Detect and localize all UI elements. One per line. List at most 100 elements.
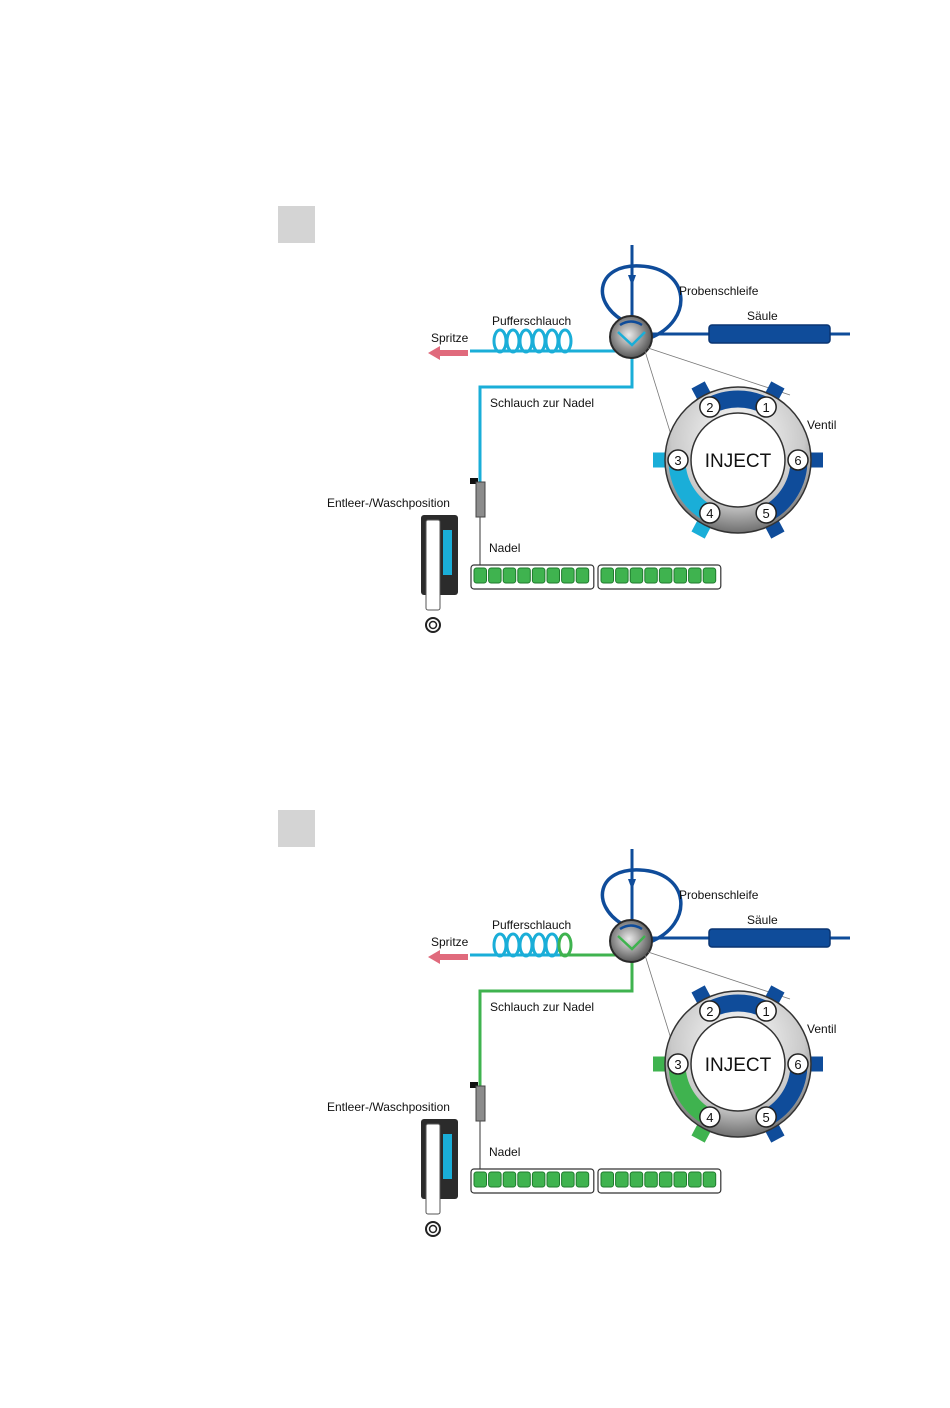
sample-vial	[703, 568, 716, 583]
sample-vial	[489, 1172, 502, 1187]
buffer-coil-turn	[559, 934, 571, 956]
buffer-coil-turn	[507, 934, 519, 956]
sample-vial	[518, 1172, 531, 1187]
buffer-coil-turn	[507, 330, 519, 352]
valve-port-number: 2	[706, 400, 713, 415]
sample-vial	[547, 1172, 560, 1187]
label-ventil: Ventil	[807, 418, 836, 432]
label-saeule: Säule	[747, 309, 778, 323]
wash-station-liquid	[443, 1134, 452, 1179]
label-ventil: Ventil	[807, 1022, 836, 1036]
sample-vial	[616, 568, 629, 583]
sample-vial	[674, 1172, 687, 1187]
valve-port-number: 5	[763, 506, 770, 521]
buffer-coil-turn	[533, 330, 545, 352]
sample-vial	[645, 1172, 658, 1187]
sample-vial	[576, 1172, 589, 1187]
sample-vial	[630, 568, 643, 583]
valve-port-number: 4	[706, 1110, 713, 1125]
label-schlauch-zur-nadel: Schlauch zur Nadel	[490, 396, 594, 410]
sample-vial	[547, 568, 560, 583]
buffer-coil-turn	[533, 934, 545, 956]
label-spritze: Spritze	[431, 935, 469, 949]
valve-mode-label: INJECT	[705, 1055, 772, 1076]
sample-vial	[489, 568, 502, 583]
needle-body	[476, 482, 485, 517]
inlet-arrow	[628, 879, 636, 890]
label-saeule: Säule	[747, 913, 778, 927]
sample-vial	[645, 568, 658, 583]
valve-port-number: 6	[794, 1057, 801, 1072]
buffer-coil-turn	[494, 934, 506, 956]
valve-port-number: 5	[763, 1110, 770, 1125]
wash-drain-outer	[426, 1222, 440, 1236]
inlet-arrow	[628, 275, 636, 286]
buffer-coil-turn	[546, 330, 558, 352]
label-nadel: Nadel	[489, 1145, 520, 1159]
column	[709, 929, 830, 947]
sample-vial	[576, 568, 589, 583]
sample-vial	[474, 568, 487, 583]
sample-vial	[674, 568, 687, 583]
zoom-line	[645, 351, 672, 438]
needle-tubing	[480, 952, 632, 1086]
needle-tubing	[480, 348, 632, 482]
sample-vial	[474, 1172, 487, 1187]
sample-vial	[601, 1172, 614, 1187]
syringe-arrow-shaft	[438, 350, 468, 356]
sample-vial	[503, 1172, 516, 1187]
valve-port-number: 1	[763, 400, 770, 415]
diagram-group: INJECT 1 2 3 4 5 6 ProbenschleifeSäule Puffersch…	[327, 245, 850, 632]
sample-vial	[703, 1172, 716, 1187]
syringe-arrow-shaft	[438, 954, 468, 960]
syringe-arrow-head	[428, 346, 440, 360]
sample-vial	[562, 568, 575, 583]
valve-port-number: 3	[674, 1057, 681, 1072]
valve-port-number: 2	[706, 1004, 713, 1019]
label-probenschleife: Probenschleife	[679, 888, 759, 902]
sample-vial	[659, 568, 672, 583]
buffer-coil-turn	[494, 330, 506, 352]
sample-vial	[616, 1172, 629, 1187]
valve-port-number: 3	[674, 453, 681, 468]
sample-vial	[630, 1172, 643, 1187]
valve-port-number: 4	[706, 506, 713, 521]
label-entleer-waschposition: Entleer-/Waschposition	[327, 1100, 450, 1114]
wash-drain-inner	[430, 1226, 437, 1233]
buffer-coil-turn	[546, 934, 558, 956]
valve-port-number: 1	[763, 1004, 770, 1019]
wash-station-tube	[426, 520, 440, 610]
sample-vial	[601, 568, 614, 583]
valve-port-number: 6	[794, 453, 801, 468]
buffer-coil-turn	[520, 330, 532, 352]
wash-drain-outer	[426, 618, 440, 632]
sample-vial	[518, 568, 531, 583]
valve-mode-label: INJECT	[705, 451, 772, 472]
syringe-arrow-head	[428, 950, 440, 964]
sample-vial	[532, 568, 545, 583]
needle-body	[476, 1086, 485, 1121]
sample-vial	[532, 1172, 545, 1187]
sample-vial	[689, 1172, 702, 1187]
wash-station-liquid	[443, 530, 452, 575]
sample-vial	[503, 568, 516, 583]
wash-drain-inner	[430, 622, 437, 629]
column	[709, 325, 830, 343]
label-probenschleife: Probenschleife	[679, 284, 759, 298]
label-pufferschlauch: Pufferschlauch	[492, 314, 571, 328]
label-spritze: Spritze	[431, 331, 469, 345]
sample-vial	[562, 1172, 575, 1187]
label-pufferschlauch: Pufferschlauch	[492, 918, 571, 932]
sample-vial	[689, 568, 702, 583]
buffer-coil-turn	[520, 934, 532, 956]
sample-vial	[659, 1172, 672, 1187]
label-schlauch-zur-nadel: Schlauch zur Nadel	[490, 1000, 594, 1014]
label-nadel: Nadel	[489, 541, 520, 555]
label-entleer-waschposition: Entleer-/Waschposition	[327, 496, 450, 510]
wash-station-tube	[426, 1124, 440, 1214]
buffer-coil-turn	[559, 330, 571, 352]
zoom-line	[645, 955, 672, 1042]
